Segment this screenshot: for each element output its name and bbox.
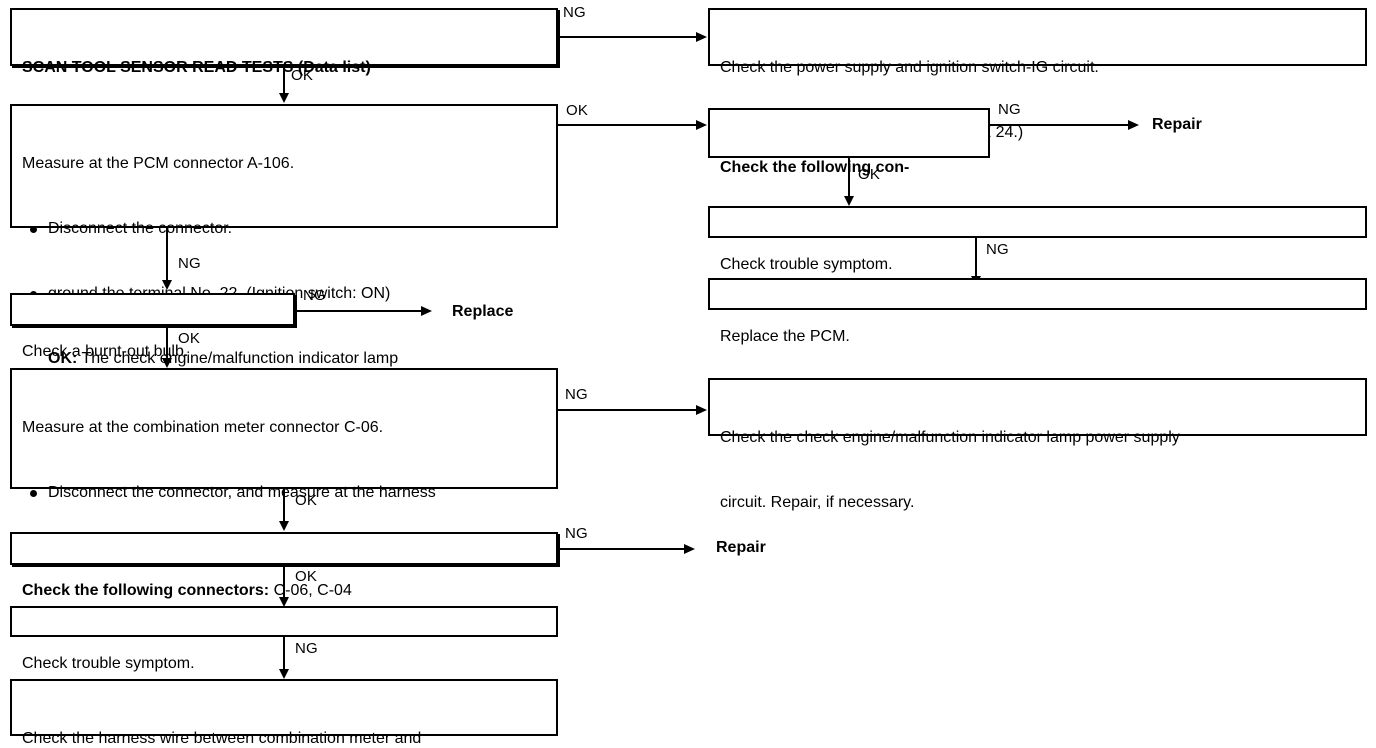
node-check-connector-a106: Check the following con- nector: A-106 xyxy=(708,108,990,241)
node-check-trouble-symptom-left: Check trouble symptom. xyxy=(10,606,558,672)
edge-measure-pcm-to-connector-a106 xyxy=(558,124,698,126)
measure-pcm-ok-label: OK: xyxy=(48,349,78,367)
trouble-symptom-left-text: Check trouble symptom. xyxy=(22,655,195,673)
edge-label-ng-5: NG xyxy=(303,287,326,304)
arrowhead-to-replace xyxy=(421,306,432,316)
node-measure-combination-meter: Measure at the combination meter connect… xyxy=(10,368,558,695)
edge-measure-meter-to-lamp-supply xyxy=(558,409,698,411)
node-replace-pcm: Replace the PCM. xyxy=(708,278,1367,345)
measure-pcm-ok-text: The check engine/malfunction indicator l… xyxy=(77,349,399,367)
edge-connector-a106-to-trouble-symptom xyxy=(848,158,850,200)
edge-measure-meter-to-connectors xyxy=(283,489,285,527)
node-check-burnt-out-bulb: Check a burnt-out bulb. xyxy=(10,293,295,360)
connector-a106-line1: Check the following con- xyxy=(720,159,910,177)
edge-label-ok-1: OK xyxy=(291,67,314,84)
lamp-supply-line2: circuit. Repair, if necessary. xyxy=(720,493,915,511)
edge-label-ng-3: NG xyxy=(986,241,1009,258)
arrowhead-to-harness-wire xyxy=(279,669,289,679)
measure-pcm-bullet-1: Disconnect the connector. xyxy=(22,218,548,240)
edge-connectors-to-repair-bottom xyxy=(558,548,686,550)
edge-label-ng-6: NG xyxy=(565,386,588,403)
edge-label-ok-2: OK xyxy=(566,102,589,119)
arrowhead-to-lamp-supply xyxy=(696,405,707,415)
terminal-repair-bottom: Repair xyxy=(716,539,766,556)
scan-tool-title: SCAN TOOL SENSOR READ TESTS (Data list) xyxy=(22,59,371,77)
node-scan-tool-sensor-read-tests: SCAN TOOL SENSOR READ TESTS (Data list) … xyxy=(10,8,558,141)
connectors-c06-label: Check the following connectors: xyxy=(22,582,270,600)
harness-wire-line1: Check the harness wire between combinati… xyxy=(22,730,422,748)
terminal-repair-top: Repair xyxy=(1152,116,1202,133)
measure-meter-bullet-1: Disconnect the connector, and measure at… xyxy=(22,482,548,504)
node-check-power-supply: Check the power supply and ignition swit… xyxy=(708,8,1367,141)
power-supply-line1: Check the power supply and ignition swit… xyxy=(720,59,1099,77)
arrowhead-to-bulb xyxy=(162,280,172,290)
edge-label-ng-8: NG xyxy=(295,640,318,657)
measure-pcm-line1: Measure at the PCM connector A-106. xyxy=(22,155,295,173)
terminal-replace: Replace xyxy=(452,303,514,320)
edge-label-ok-6: OK xyxy=(295,568,318,585)
trouble-symptom-right-text: Check trouble symptom. xyxy=(720,256,893,274)
measure-meter-line1: Measure at the combination meter connect… xyxy=(22,419,384,437)
edge-trouble-symptom-to-harness xyxy=(283,637,285,675)
replace-pcm-text: Replace the PCM. xyxy=(720,328,850,346)
edge-connectors-to-trouble-symptom-left xyxy=(283,565,285,603)
lamp-supply-line1: Check the check engine/malfunction indic… xyxy=(720,429,1180,447)
arrowhead-to-measure-pcm xyxy=(279,93,289,103)
edge-label-ok-5: OK xyxy=(295,492,318,509)
measure-pcm-ok-line: OK: The check engine/malfunction indicat… xyxy=(22,348,548,370)
edge-connector-a106-to-repair xyxy=(990,124,1130,126)
arrowhead-to-trouble-symptom-left xyxy=(279,597,289,607)
edge-label-ng-2: NG xyxy=(998,101,1021,118)
arrowhead-to-measure-meter xyxy=(162,358,172,368)
edge-measure-pcm-to-bulb xyxy=(166,228,168,282)
node-check-connectors-c06-c04: Check the following connectors: C-06, C-… xyxy=(10,532,558,599)
arrowhead-to-repair-bottom xyxy=(684,544,695,554)
node-check-trouble-symptom-right: Check trouble symptom. xyxy=(708,206,1367,273)
node-measure-pcm-connector: Measure at the PCM connector A-106. Disc… xyxy=(10,104,558,431)
edge-label-ng-7: NG xyxy=(565,525,588,542)
edge-label-ok-4: OK xyxy=(178,330,201,347)
edge-label-ng-1: NG xyxy=(563,4,586,21)
edge-label-ok-3: OK xyxy=(858,166,881,183)
edge-bulb-to-replace xyxy=(295,310,423,312)
edge-label-ng-4: NG xyxy=(178,255,201,272)
arrowhead-to-trouble-symptom-right xyxy=(844,196,854,206)
edge-bulb-to-measure-meter xyxy=(166,326,168,364)
node-check-harness-wire: Check the harness wire between combinati… xyxy=(10,679,558,747)
edge-scan-to-measure-pcm xyxy=(283,66,285,96)
arrowhead-to-connector-a106 xyxy=(696,120,707,130)
burnt-out-bulb-text: Check a burnt-out bulb. xyxy=(22,343,189,361)
node-check-lamp-power-supply-circuit: Check the check engine/malfunction indic… xyxy=(708,378,1367,511)
arrowhead-to-power-supply xyxy=(696,32,707,42)
arrowhead-to-repair-top xyxy=(1128,120,1139,130)
arrowhead-to-connectors-c06 xyxy=(279,521,289,531)
edge-scan-to-power-supply xyxy=(558,36,698,38)
edge-trouble-symptom-to-replace-pcm xyxy=(975,238,977,280)
